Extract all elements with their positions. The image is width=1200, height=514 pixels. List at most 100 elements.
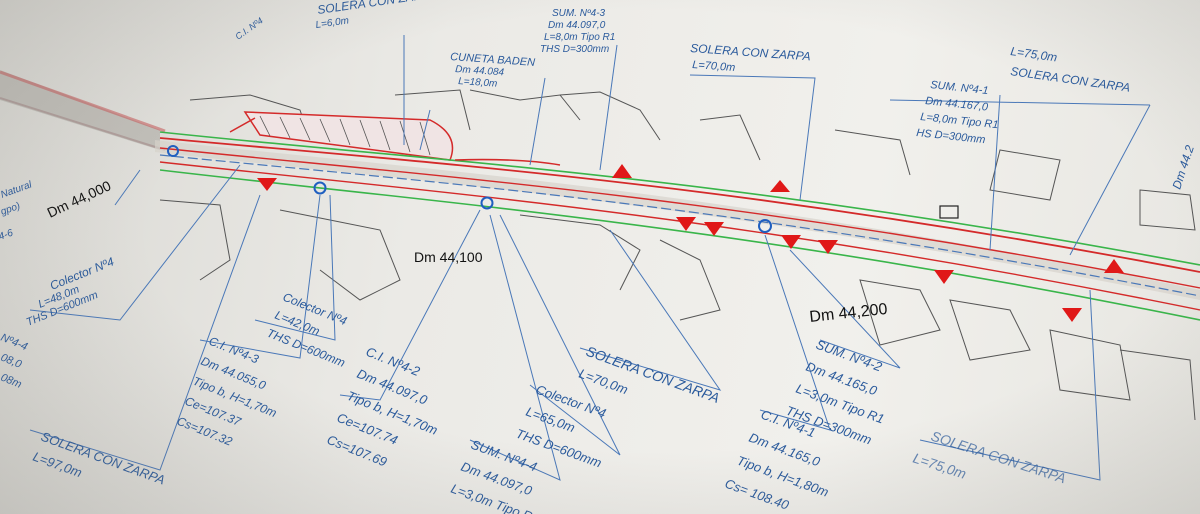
leader-line xyxy=(919,289,1101,481)
building-outlines xyxy=(159,89,1196,421)
bldg-line xyxy=(279,209,401,301)
bldg-line xyxy=(559,91,661,141)
leader-line xyxy=(254,194,336,341)
road-blue-axis xyxy=(159,154,1200,297)
label-cuneta-l: L=18,0m xyxy=(458,76,498,90)
label-solera-top-right-l: L=75,0m xyxy=(1010,44,1059,64)
manhole-icon xyxy=(313,181,327,195)
leader-line xyxy=(419,109,431,151)
road-red-2 xyxy=(159,147,1200,289)
triangle-up-icon xyxy=(1104,259,1124,273)
label-left-frag-1: Natural xyxy=(0,179,34,201)
bldg-line xyxy=(699,114,761,161)
triangle-down-icon xyxy=(818,240,838,254)
gully-markers xyxy=(257,164,1124,322)
label-sum43-d: THS D=300mm xyxy=(540,44,609,55)
bldg-line xyxy=(659,239,721,321)
leader-line xyxy=(579,229,722,391)
leader-lines xyxy=(29,35,1151,481)
label-left-edge-2: 08,0 xyxy=(0,352,24,371)
triangle-down-icon xyxy=(676,217,696,231)
label-left-frag-3: 4-6 xyxy=(0,227,15,242)
bldg-block xyxy=(1139,189,1196,231)
road-surface xyxy=(155,140,1200,300)
road-curve xyxy=(454,158,561,166)
road-branch xyxy=(229,117,256,133)
leader-line xyxy=(689,74,816,201)
leader-line xyxy=(114,169,141,206)
label-colector-left-title: Colector Nº4 xyxy=(48,254,116,292)
bldg-line xyxy=(519,214,641,291)
triangle-down-icon xyxy=(704,222,724,236)
bldg-block xyxy=(989,149,1061,201)
label-left-edge-1: Nº4-4 xyxy=(0,332,29,354)
label-solera-top-mid-l: L=70,0m xyxy=(692,59,736,74)
leader-line xyxy=(199,194,321,359)
leader-line xyxy=(469,214,561,481)
manhole-icon xyxy=(167,145,179,157)
leader-line xyxy=(29,164,241,321)
road-green-top xyxy=(159,131,1200,266)
label-left-frag-2: gpo) xyxy=(0,201,22,218)
bldg-line xyxy=(1119,349,1196,421)
leader-line xyxy=(889,99,1151,106)
label-solera-top-right: SOLERA CON ZARPA xyxy=(1010,64,1131,95)
triangle-up-icon xyxy=(770,180,790,192)
ramp-hatch xyxy=(243,111,454,161)
road-band xyxy=(155,117,1200,321)
bldg-block xyxy=(949,299,1031,361)
road-red-1 xyxy=(159,137,1200,273)
label-sum43-dm: Dm 44.097,0 xyxy=(548,20,606,31)
triangle-down-icon xyxy=(257,178,277,191)
road-blur-line xyxy=(0,70,166,133)
label-dm-44100: Dm 44,100 xyxy=(414,249,483,265)
road-green-bottom xyxy=(159,169,1200,321)
triangle-down-icon xyxy=(781,235,801,249)
leader-line xyxy=(29,194,261,471)
ramp-hatch-lines xyxy=(259,115,431,156)
bldg-line xyxy=(394,89,471,131)
label-left-edge-3: 08m xyxy=(0,372,23,391)
label-sum41-d: HS D=300mm xyxy=(916,127,986,146)
road-blur-line xyxy=(0,97,166,151)
triangle-up-icon xyxy=(612,164,632,178)
road-red-3 xyxy=(159,161,1200,311)
label-cuneta-dm: Dm 44.084 xyxy=(455,64,505,78)
label-dm-44000: Dm 44,000 xyxy=(45,177,114,221)
label-solera-bot-right: SOLERA CON ZARPA xyxy=(929,428,1068,487)
leader-line xyxy=(1069,104,1151,256)
bldg-block xyxy=(1049,329,1131,401)
vehicle-icon xyxy=(939,205,959,219)
manhole-icon xyxy=(480,196,494,210)
triangle-down-icon xyxy=(1062,308,1082,322)
leader-line xyxy=(599,44,618,171)
label-ci-top-left: C.I. Nº4 xyxy=(233,15,264,41)
road-blur-left xyxy=(0,70,160,150)
label-sum43-l: L=8,0m Tipo R1 xyxy=(544,32,615,43)
bldg-line xyxy=(834,129,911,176)
triangle-down-icon xyxy=(934,270,954,284)
label-sum41-title: SUM. Nº4-1 xyxy=(930,79,989,97)
leader-line xyxy=(529,77,546,166)
manhole-icon xyxy=(758,219,772,233)
label-sum43-title: SUM. Nº4-3 xyxy=(552,8,606,19)
bldg-line xyxy=(159,199,231,281)
label-top-left-small: L=6,0m xyxy=(315,15,350,31)
label-cuneta-title: CUNETA BADEN xyxy=(450,51,536,69)
label-dm-44200: Dm 44,200 xyxy=(809,301,889,326)
leader-line xyxy=(759,234,831,431)
ramp-outline xyxy=(243,111,454,161)
label-sum41-dm: Dm 44.167,0 xyxy=(925,95,990,114)
leader-line xyxy=(789,249,901,369)
label-solera-bot-right-l: L=75,0m xyxy=(911,450,968,482)
manholes xyxy=(167,145,772,233)
leader-line xyxy=(339,209,481,401)
label-solera-top-left: SOLERA CON ZARPA xyxy=(316,0,437,17)
label-far-right-dm: Dm 44.2 xyxy=(1170,143,1197,191)
bldg-block xyxy=(859,279,941,346)
bldg-line xyxy=(469,89,581,121)
leader-line xyxy=(989,94,1001,251)
leader-line xyxy=(499,214,621,456)
